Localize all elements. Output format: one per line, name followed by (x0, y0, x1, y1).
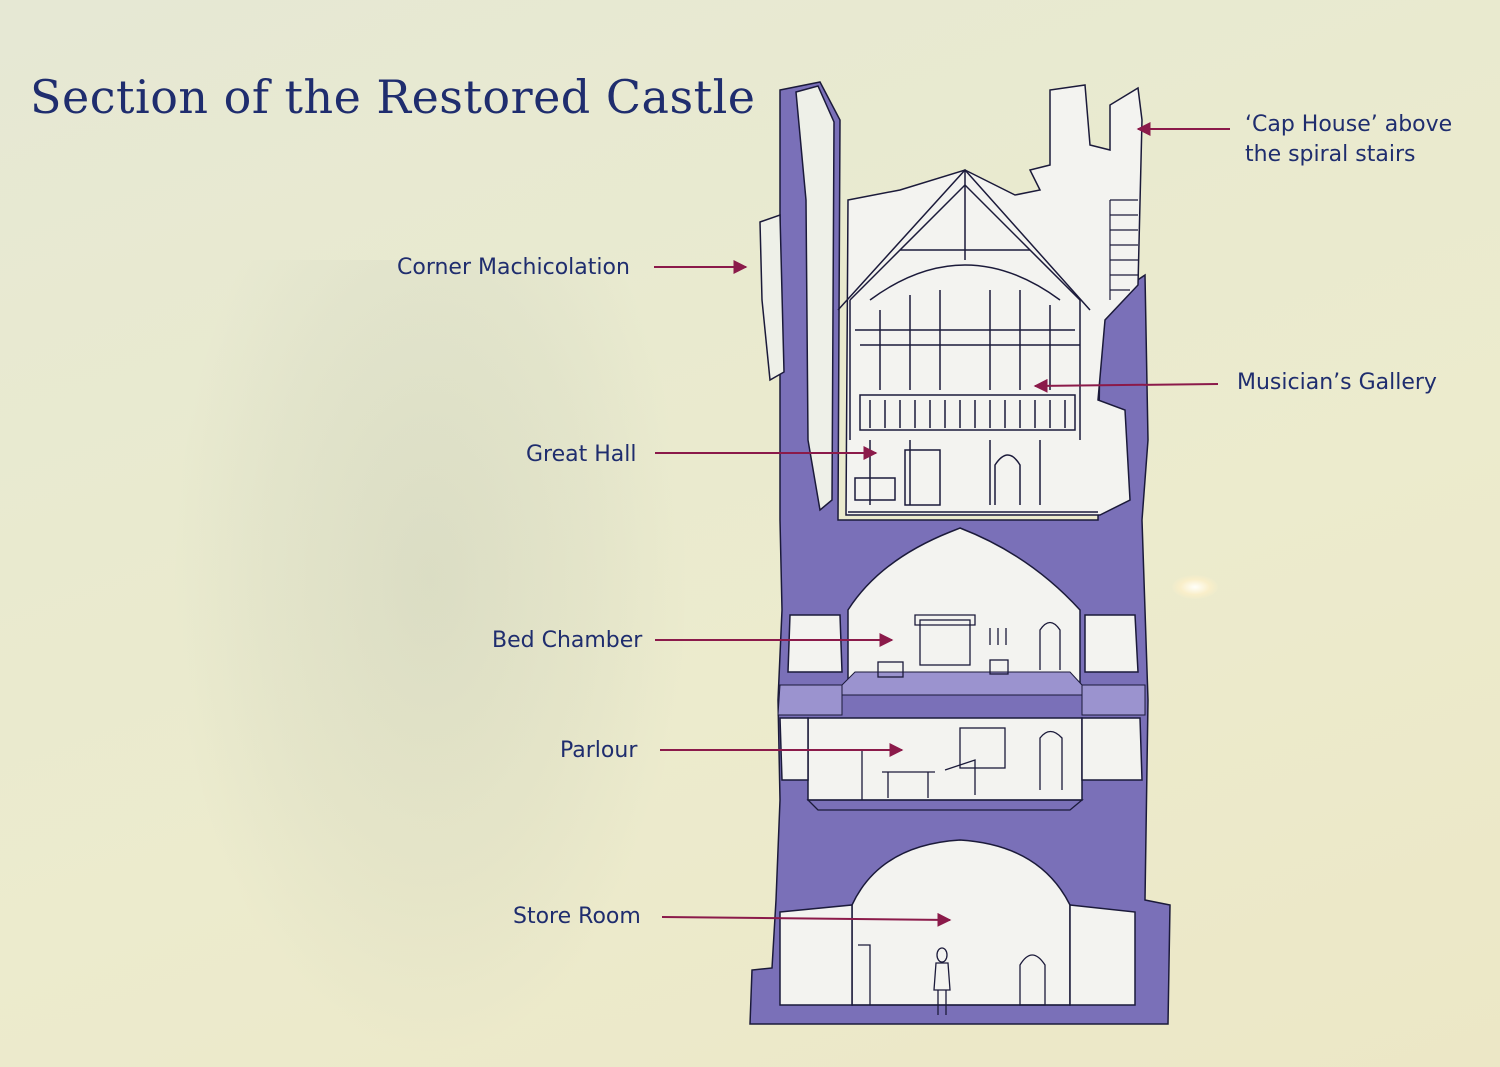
light-glare (1172, 575, 1218, 599)
label-parlour: Parlour (560, 738, 638, 763)
label-corner-machicolation: Corner Machicolation (397, 255, 630, 280)
pointer-arrows (654, 122, 1230, 927)
label-cap-house: ‘Cap House’ above the spiral stairs (1245, 110, 1452, 169)
label-store-room: Store Room (513, 904, 641, 929)
label-cap-house-line1: ‘Cap House’ above (1245, 112, 1453, 137)
page-title: Section of the Restored Castle (30, 70, 756, 124)
store-room (779, 839, 1136, 1006)
store-room-details (852, 944, 1070, 1015)
left-turret (759, 85, 835, 512)
arrow-musicians-gallery (1033, 378, 1219, 393)
label-bed-chamber: Bed Chamber (492, 628, 643, 653)
arrow-store-room (661, 912, 952, 927)
label-musicians-gallery: Musician’s Gallery (1237, 370, 1437, 395)
bed-furniture (877, 614, 1061, 678)
bed-chamber-room (787, 527, 1139, 686)
spiral-stairs (1109, 199, 1138, 300)
roof-trusses (837, 168, 1091, 440)
musicians-gallery-balcony (848, 394, 1098, 513)
label-cap-house-line2: the spiral stairs (1245, 141, 1416, 167)
label-great-hall: Great Hall (526, 442, 637, 467)
bed-chamber-floor (777, 671, 1146, 716)
great-hall-room (845, 84, 1143, 516)
